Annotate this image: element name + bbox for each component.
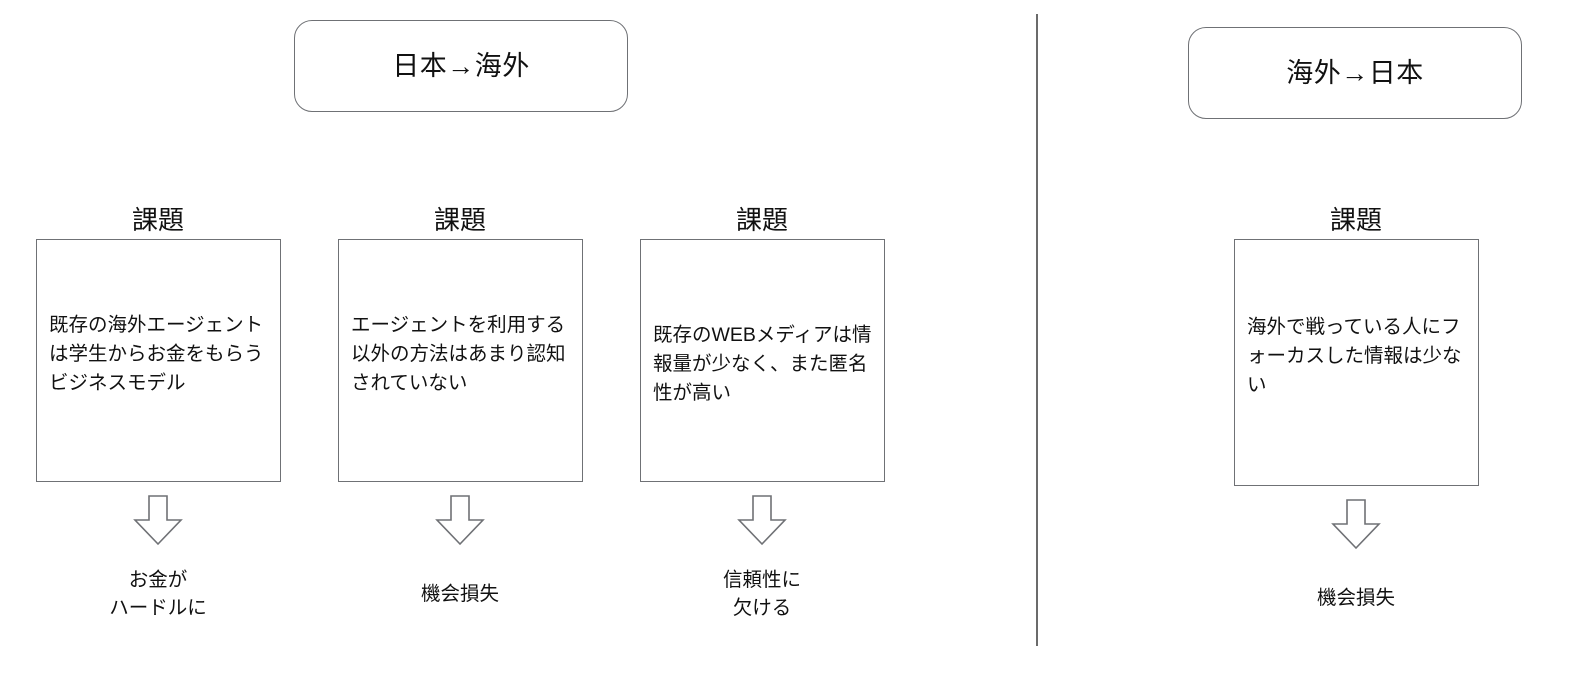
down-arrow-icon xyxy=(737,495,787,546)
arrow-container-4 xyxy=(1228,498,1484,550)
section-header-right: 海外→日本 xyxy=(1188,27,1522,119)
down-arrow-icon xyxy=(133,495,183,546)
issue-column-4-title: 課題 xyxy=(1329,205,1382,235)
issue-box-3: 既存のWEBメディアは情報量が少なく、また匿名性が高い xyxy=(640,239,885,482)
issue-box-1-text: 既存の海外エージェントは学生からお金をもらうビジネスモデル xyxy=(49,314,264,394)
outcome-label-4: 機会損失 xyxy=(1316,587,1395,609)
issue-column-3-title: 課題 xyxy=(735,205,788,235)
outcome-label-3: 信頼性に 欠ける xyxy=(722,569,801,619)
issue-column-2: 課題 エージェントを利用する以外の方法はあまり認知されていない 機会損失 xyxy=(332,205,588,608)
section-header-left: 日本→海外 xyxy=(294,20,628,112)
issue-column-1: 課題 既存の海外エージェントは学生からお金をもらうビジネスモデル お金が ハード… xyxy=(30,205,286,622)
arrow-container-1 xyxy=(30,494,286,546)
issue-box-3-text: 既存のWEBメディアは情報量が少なく、また匿名性が高い xyxy=(653,324,872,404)
issue-column-2-title: 課題 xyxy=(433,205,486,235)
section-header-right-label: 海外→日本 xyxy=(1286,57,1424,88)
outcome-label-2: 機会損失 xyxy=(420,583,499,605)
issue-box-1: 既存の海外エージェントは学生からお金をもらうビジネスモデル xyxy=(36,239,281,482)
issue-column-4: 課題 海外で戦っている人にフォーカスした情報は少ない 機会損失 xyxy=(1228,205,1484,612)
issue-box-2-text: エージェントを利用する以外の方法はあまり認知されていない xyxy=(351,314,566,394)
issue-column-1-title: 課題 xyxy=(131,205,184,235)
issue-box-2: エージェントを利用する以外の方法はあまり認知されていない xyxy=(338,239,583,482)
issue-box-4-text: 海外で戦っている人にフォーカスした情報は少ない xyxy=(1247,316,1462,396)
section-divider xyxy=(1036,14,1038,646)
arrow-container-2 xyxy=(332,494,588,546)
down-arrow-icon xyxy=(435,495,485,546)
section-header-left-label: 日本→海外 xyxy=(392,50,530,81)
issue-box-4: 海外で戦っている人にフォーカスした情報は少ない xyxy=(1234,239,1479,486)
outcome-label-1: お金が ハードルに xyxy=(109,569,207,619)
issue-column-3: 課題 既存のWEBメディアは情報量が少なく、また匿名性が高い 信頼性に 欠ける xyxy=(634,205,890,622)
down-arrow-icon xyxy=(1331,499,1381,550)
arrow-container-3 xyxy=(634,494,890,546)
